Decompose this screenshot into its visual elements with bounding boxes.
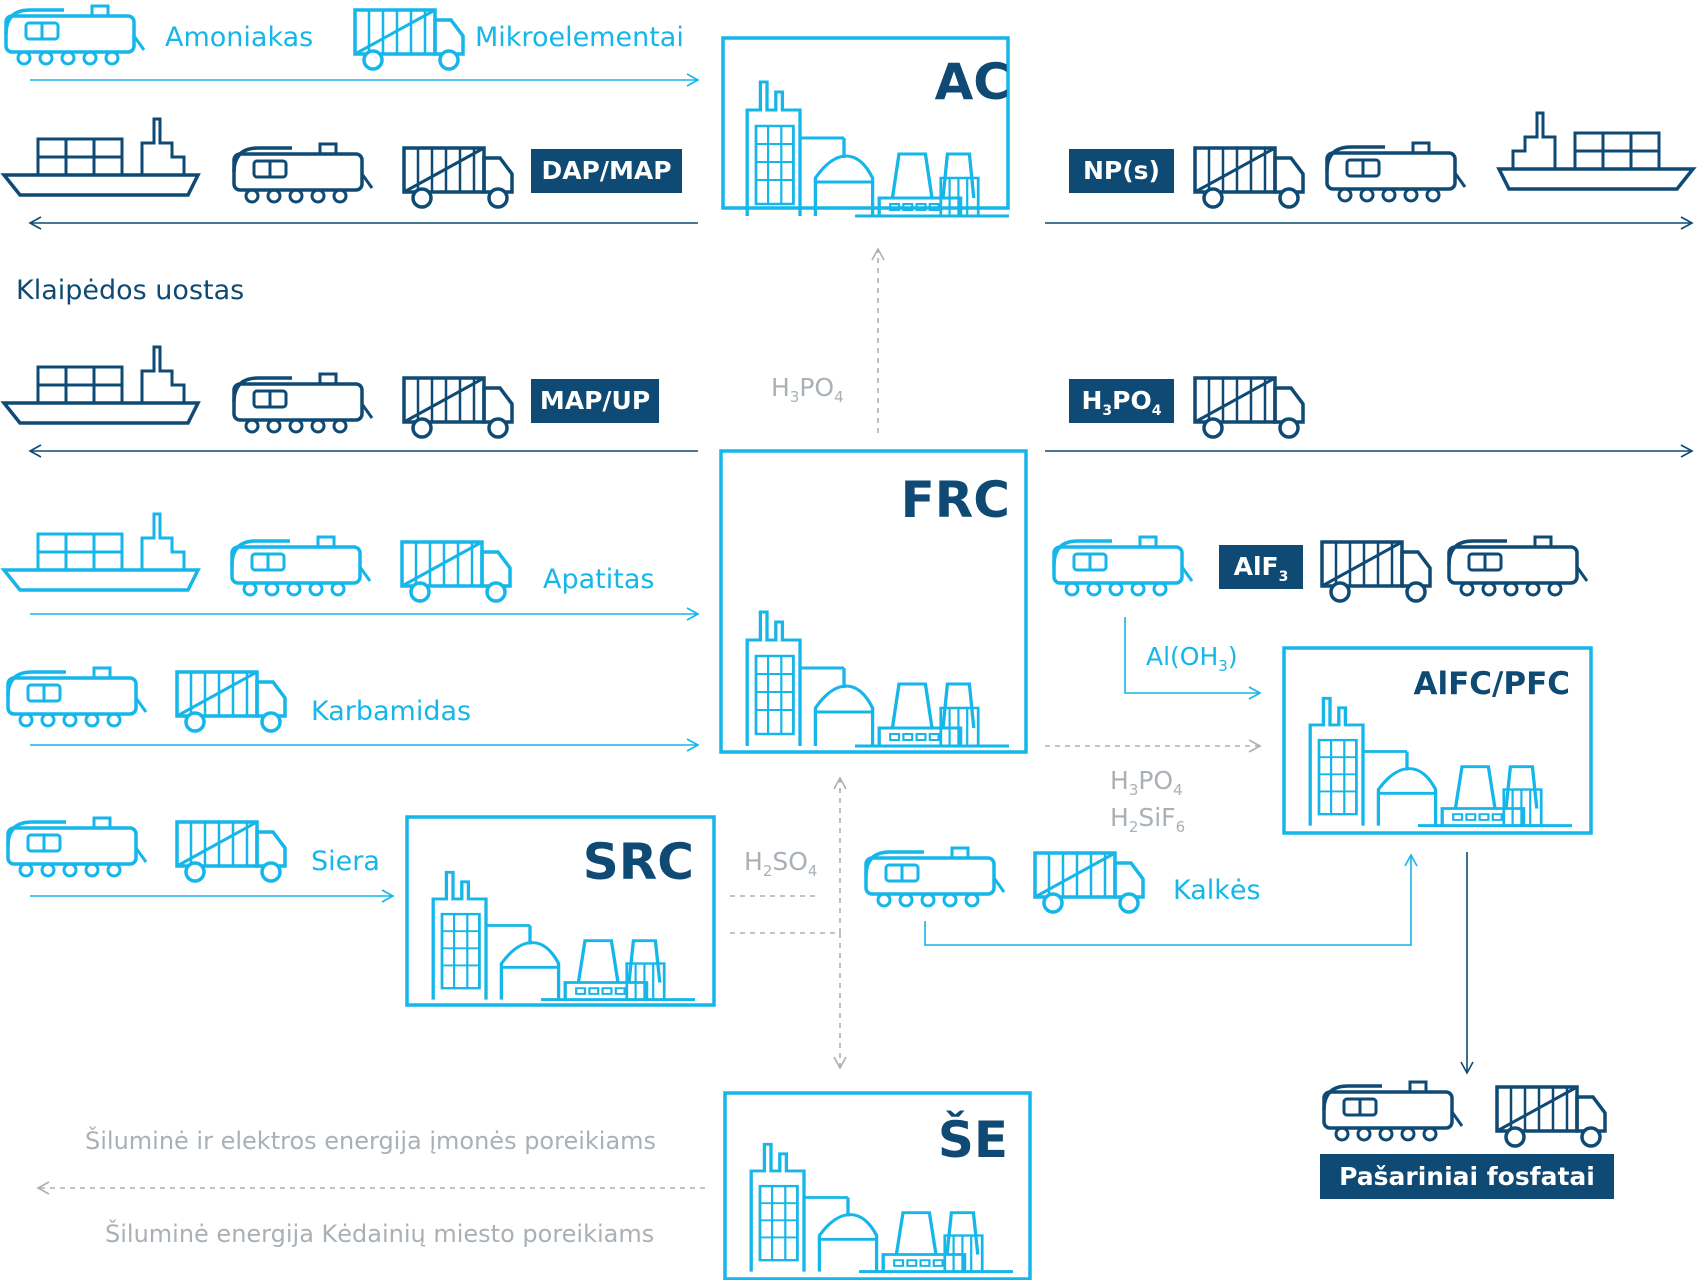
truck-icon <box>1320 540 1432 603</box>
plant-alfc-box <box>1282 646 1593 835</box>
flow-h2sif6-b: SiF <box>1138 803 1176 832</box>
plant-src-box <box>405 815 716 1007</box>
flow-h2sif6-s1: 2 <box>1128 818 1139 836</box>
label-karbamidas: Karbamidas <box>311 696 472 727</box>
flow-h2so4-s1: 2 <box>762 862 773 880</box>
flow-h3po4-ac-s2: 4 <box>834 388 844 406</box>
flow-h3po4-ac: H3PO4 <box>771 373 844 412</box>
plant-frc-box <box>719 449 1028 754</box>
ship-icon <box>2 512 200 592</box>
tag-alf3-sub: 3 <box>1278 569 1289 585</box>
train-icon <box>232 372 374 434</box>
tag-map-up: MAP/UP <box>531 379 659 423</box>
flow-h3po4-alfc-s1: 3 <box>1128 781 1139 799</box>
plant-se-box <box>723 1091 1032 1280</box>
flow-h3po4-alfc-s2: 4 <box>1173 781 1183 799</box>
flow-h2sif6: H2SiF6 <box>1110 803 1185 842</box>
truck-icon <box>400 540 512 603</box>
ship-icon <box>1497 111 1695 191</box>
tag-dap-map: DAP/MAP <box>531 149 682 193</box>
flow-h3po4-alfc: H3PO4 <box>1110 766 1183 805</box>
flow-h3po4-alfc-b: PO <box>1138 766 1174 795</box>
train-icon <box>4 4 146 66</box>
train-icon <box>6 816 148 878</box>
truck-icon <box>402 146 514 209</box>
tag-h3po4-po: PO <box>1112 386 1152 415</box>
plant-frc-title: FRC <box>900 471 1010 529</box>
truck-icon <box>353 8 465 71</box>
train-icon <box>1447 535 1589 597</box>
label-amoniakas: Amoniakas <box>165 22 314 53</box>
tag-h3po4-sub1: 3 <box>1102 403 1113 419</box>
plant-se-title: ŠE <box>937 1111 1008 1169</box>
tag-alf3: AlF3 <box>1219 545 1303 589</box>
arrow-aloh3-to-alfc <box>1124 617 1262 700</box>
tag-pasariniai: Pašariniai fosfatai <box>1320 1154 1614 1199</box>
flow-aloh3: Al(OH3) <box>1146 642 1238 681</box>
truck-icon <box>175 820 287 883</box>
flow-h3po4-ac-a: H <box>771 373 790 402</box>
flow-aloh3-s1: 3 <box>1218 657 1228 675</box>
flow-h2so4-b: SO <box>772 847 808 876</box>
flow-h3po4-ac-b: PO <box>799 373 835 402</box>
tag-alf3-main: AlF <box>1233 552 1279 581</box>
truck-icon <box>1495 1085 1607 1148</box>
energy-line-2: Šiluminė energija Kėdainių miesto poreik… <box>105 1220 655 1248</box>
truck-icon <box>1033 851 1145 914</box>
tag-h3po4-h: H <box>1081 386 1103 415</box>
flow-h3po4-alfc-a: H <box>1110 766 1129 795</box>
train-icon <box>864 846 1006 908</box>
flow-h2so4-s2: 4 <box>807 862 818 880</box>
truck-icon <box>1193 376 1305 439</box>
truck-icon <box>1193 146 1305 209</box>
flow-aloh3-a: Al(OH <box>1146 642 1219 671</box>
flow-h2sif6-s2: 6 <box>1175 818 1186 836</box>
flow-h2so4-a: H <box>744 847 763 876</box>
energy-line-1: Šiluminė ir elektros energija įmonės por… <box>85 1127 657 1155</box>
train-icon <box>1325 141 1467 203</box>
train-icon <box>1322 1080 1464 1142</box>
train-icon <box>6 666 148 728</box>
train-icon <box>232 142 374 204</box>
train-icon <box>230 535 372 597</box>
label-kalkes: Kalkės <box>1173 875 1261 906</box>
flow-h2sif6-a: H <box>1110 803 1129 832</box>
plant-src-title: SRC <box>582 833 694 891</box>
flow-aloh3-b: ) <box>1227 642 1238 671</box>
tag-h3po4: H3PO4 <box>1069 379 1174 423</box>
label-siera: Siera <box>311 846 380 877</box>
plant-ac-title: AC <box>934 53 1010 111</box>
flow-h2so4: H2SO4 <box>744 847 817 886</box>
tag-h3po4-sub2: 4 <box>1151 403 1162 419</box>
arrow-kalkes-to-alfc <box>924 853 1418 946</box>
ship-icon <box>2 345 200 425</box>
plant-alfc-title: AlFC/PFC <box>1413 666 1570 702</box>
tag-nps: NP(s) <box>1069 149 1174 193</box>
ship-icon <box>2 117 200 197</box>
flow-h3po4-ac-s1: 3 <box>789 388 800 406</box>
truck-icon <box>402 376 514 439</box>
label-apatitas: Apatitas <box>543 564 655 595</box>
label-port: Klaipėdos uostas <box>16 275 245 306</box>
label-mikroelementai: Mikroelementai <box>475 22 684 53</box>
train-icon <box>1052 535 1194 597</box>
truck-icon <box>175 670 287 733</box>
